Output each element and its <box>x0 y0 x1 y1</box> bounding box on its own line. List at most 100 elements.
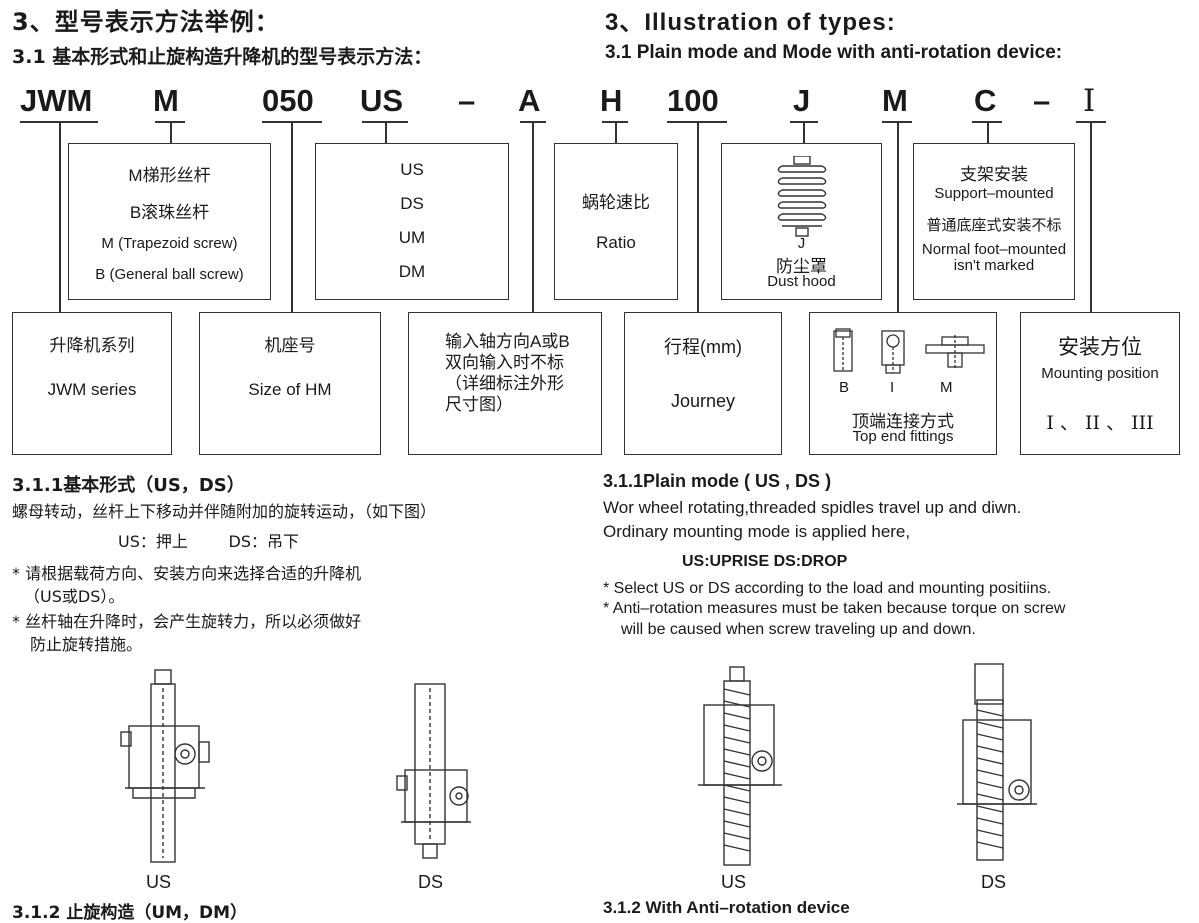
direction-um: UM <box>398 228 426 247</box>
code-ratio: H <box>600 83 623 118</box>
series-box: 升降机系列 JWM series <box>12 312 172 455</box>
connector-line <box>897 122 899 312</box>
fitting-en: Top end fittings <box>852 428 954 445</box>
jack-us-antirotation-drawing <box>698 666 782 866</box>
fitting-label-m: M <box>940 379 953 396</box>
mounting-box: 安装方位 Mounting position I 、 II 、 III <box>1020 312 1180 455</box>
ratio-cn: 蜗轮速比 <box>582 193 650 212</box>
size-cn: 机座号 <box>264 336 316 355</box>
cn-note-1b: （US或DS）。 <box>24 587 125 606</box>
screw-type-box: M梯形丝杆 B滚珠丝杆 M (Trapezoid screw) B (Gener… <box>68 143 271 300</box>
input-line-2: 双向输入时不标 <box>445 353 564 372</box>
connector-line <box>385 122 387 144</box>
cn-line-2: US：押上 DS：吊下 <box>118 532 300 551</box>
connector-line <box>170 122 172 144</box>
connector-line <box>987 122 989 144</box>
dust-en: Dust hood <box>767 273 836 290</box>
size-en: Size of HM <box>248 380 332 399</box>
jack-us-drawing <box>120 669 210 863</box>
mounting-cn: 安装方位 <box>1058 336 1142 359</box>
cn-note-2b: 防止旋转措施。 <box>30 635 143 654</box>
direction-box: US DS UM DM <box>315 143 509 300</box>
fitting-label-b: B <box>839 379 850 396</box>
cn-next-section: 3.1.2 止旋构造（UM，DM） <box>12 903 248 923</box>
dust-code: J <box>797 235 806 252</box>
connector-line <box>803 122 805 144</box>
connector-line <box>291 122 293 312</box>
cn-note-2a: * 丝杆轴在升降时，会产生旋转力，所以必须做好 <box>12 612 362 631</box>
screw-trapezoid-cn: M梯形丝杆 <box>128 166 211 185</box>
input-line-4: 尺寸图） <box>445 395 513 414</box>
series-cn: 升降机系列 <box>49 336 135 355</box>
caption-us-right: US <box>721 872 747 892</box>
cn-line-1: 螺母转动，丝杆上下移动并伴随附加的旋转运动，（如下图） <box>12 502 437 521</box>
en-next-section: 3.1.2 With Anti–rotation device <box>603 898 850 917</box>
fitting-cn: 顶端连接方式 <box>852 412 954 431</box>
screw-ball-cn: B滚珠丝杆 <box>129 203 210 222</box>
code-size: 050 <box>262 83 314 118</box>
caption-ds-left: DS <box>418 872 444 892</box>
journey-cn: 行程(mm) <box>664 337 742 357</box>
code-fitting: M <box>882 83 908 118</box>
connector-line <box>59 122 61 312</box>
direction-ds: DS <box>400 194 424 213</box>
caption-us-left: US <box>146 872 172 892</box>
en-note-2a: * Anti–rotation measures must be taken b… <box>603 600 1066 617</box>
fitting-types-icon <box>833 328 985 374</box>
code-input: A <box>518 83 541 118</box>
support-cn: 支架安装 <box>960 165 1028 184</box>
input-direction-box: 输入轴方向A或B 双向输入时不标 （详细标注外形 尺寸图） <box>408 312 602 455</box>
size-box: 机座号 Size of HM <box>199 312 381 455</box>
code-mounting: I <box>1083 83 1096 119</box>
screw-trapezoid-en: M (Trapezoid screw) <box>101 235 238 252</box>
mounting-options: I 、 II 、 III <box>1046 412 1154 434</box>
code-screw: M <box>153 83 179 118</box>
input-line-3: （详细标注外形 <box>445 374 564 393</box>
en-section-title: 3.1.1Plain mode ( US , DS ) <box>603 471 832 491</box>
code-dash-1: – <box>458 83 476 118</box>
direction-us: US <box>400 160 424 179</box>
bellows-icon <box>777 156 827 237</box>
cn-section-title: 3.1.1基本形式（US，DS） <box>12 475 245 496</box>
connector-line <box>532 122 534 312</box>
en-line-2: Ordinary mounting mode is applied here, <box>603 522 911 541</box>
code-support: C <box>974 83 997 118</box>
mounting-en: Mounting position <box>1041 365 1159 382</box>
en-subtitle: 3.1 Plain mode and Mode with anti-rotati… <box>605 42 1063 63</box>
cn-subtitle: 3.1 基本形式和止旋构造升降机的型号表示方法： <box>12 46 433 68</box>
screw-ball-en: B (General ball screw) <box>95 266 244 283</box>
journey-box: 行程(mm) Journey <box>624 312 782 455</box>
code-series: JWM <box>20 83 93 118</box>
foot-unmarked: isn't marked <box>953 257 1035 274</box>
fitting-box: B I M 顶端连接方式 Top end fittings <box>809 312 997 455</box>
cn-note-1a: * 请根据载荷方向、安装方向来选择合适的升降机 <box>12 564 362 583</box>
en-note-1: * Select US or DS according to the load … <box>603 580 1052 597</box>
code-direction: US <box>360 83 404 118</box>
support-en: Support–mounted <box>934 185 1054 202</box>
ratio-en: Ratio <box>596 233 636 252</box>
connector-line <box>1090 122 1092 312</box>
ratio-box: 蜗轮速比 Ratio <box>554 143 678 300</box>
input-line-1: 输入轴方向A或B <box>445 332 570 351</box>
caption-ds-right: DS <box>981 872 1007 892</box>
fitting-label-i: I <box>890 379 895 396</box>
foot-en: Normal foot–mounted <box>921 241 1067 258</box>
jack-ds-antirotation-drawing <box>957 663 1037 861</box>
en-title: 3、Illustration of types: <box>605 9 896 36</box>
code-dust: J <box>793 83 811 118</box>
dust-hood-box: J 防尘罩 Dust hood <box>721 143 882 300</box>
direction-dm: DM <box>398 262 426 281</box>
foot-cn: 普通底座式安装不标 <box>926 217 1062 234</box>
dust-cn: 防尘罩 <box>776 257 827 276</box>
code-dash-2: – <box>1033 83 1051 118</box>
connector-line <box>615 122 617 144</box>
en-note-2b: will be caused when screw traveling up a… <box>621 621 976 638</box>
code-journey: 100 <box>667 83 719 118</box>
support-box: 支架安装 Support–mounted 普通底座式安装不标 Normal fo… <box>913 143 1075 300</box>
cn-title: 3、型号表示方法举例： <box>12 8 280 36</box>
connector-line <box>697 122 699 312</box>
jack-ds-drawing <box>396 683 471 859</box>
series-en: JWM series <box>47 380 137 399</box>
journey-en: Journey <box>670 391 736 411</box>
en-line-1: Wor wheel rotating,threaded spidles trav… <box>603 498 1022 517</box>
